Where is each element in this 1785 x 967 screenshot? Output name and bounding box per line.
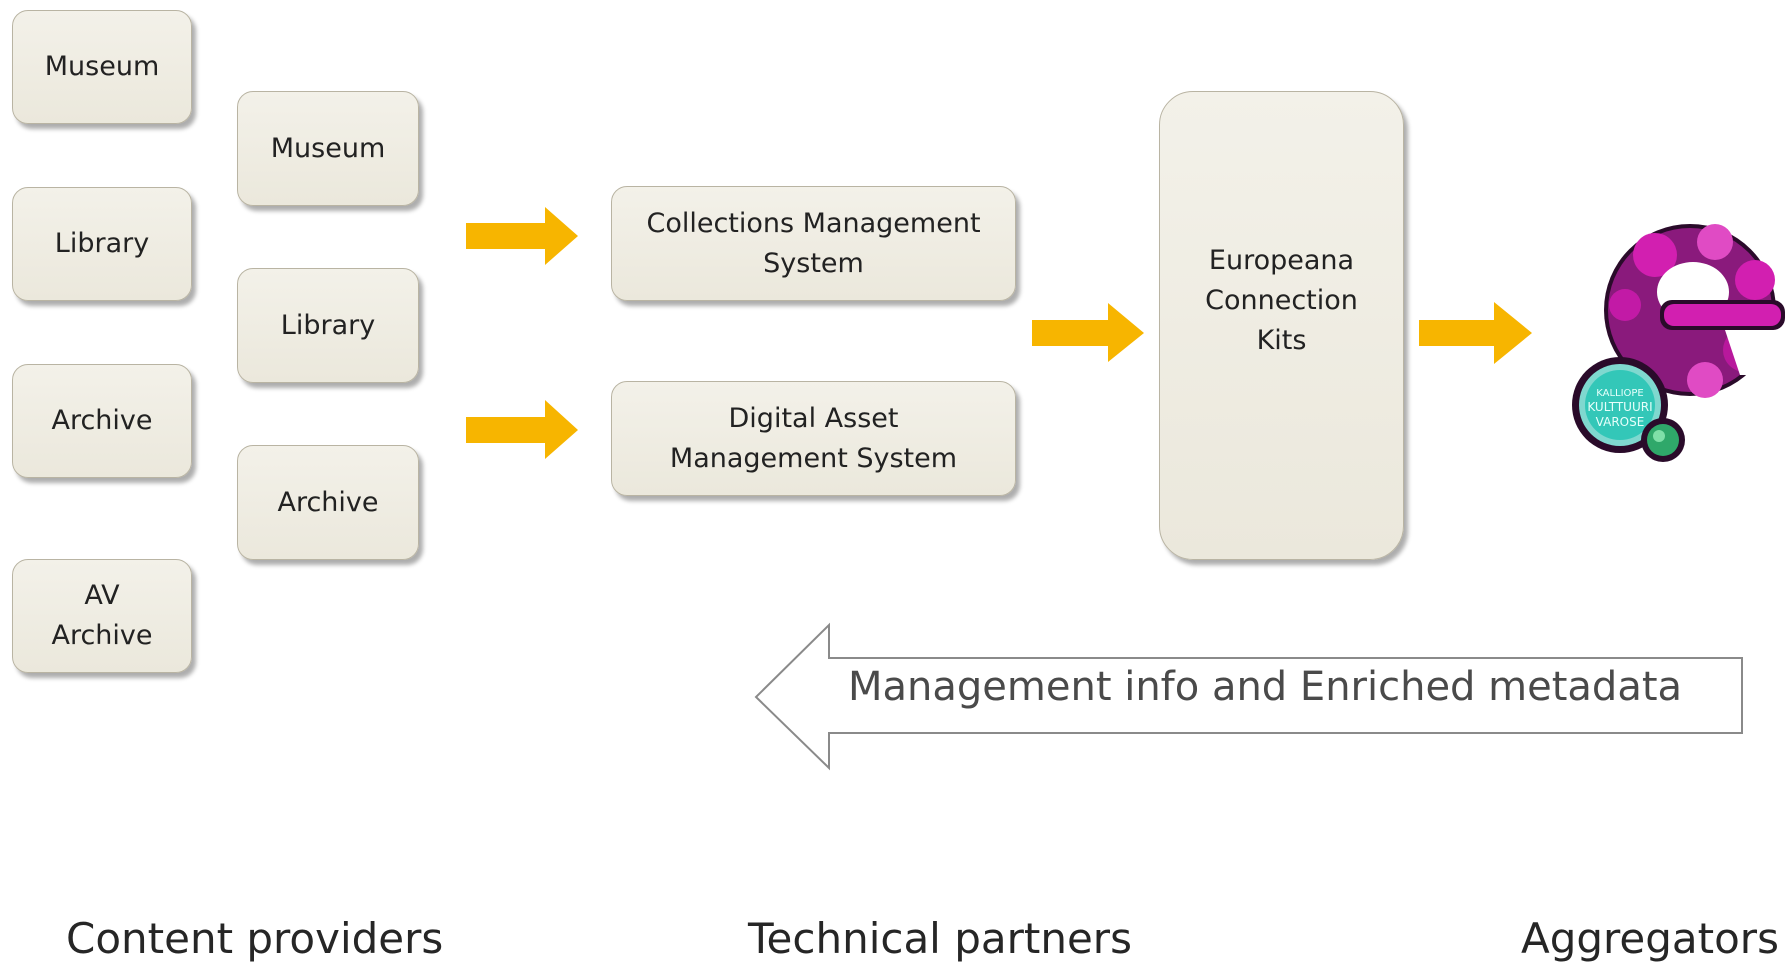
column-label-technical-partners: Technical partners	[748, 914, 1132, 963]
arrow-to-dams	[466, 400, 578, 459]
svg-text:KALLIOPE: KALLIOPE	[1596, 388, 1644, 399]
column-label-content-providers: Content providers	[66, 914, 444, 963]
digital-asset-management-system: Digital Asset Management System	[611, 381, 1016, 496]
column-label-aggregators: Aggregators	[1521, 914, 1779, 963]
collections-management-system: Collections Management System	[611, 186, 1016, 301]
provider-museum-2: Museum	[237, 91, 419, 206]
arrow-to-aggregator	[1419, 302, 1532, 364]
europeana-connection-kits: Europeana Connection Kits	[1159, 91, 1404, 560]
provider-library-2: Library	[237, 268, 419, 383]
aggregator-logo: KALLIOPE KULTTUURI VAROSE	[1565, 200, 1785, 480]
feedback-arrow	[754, 622, 1743, 771]
provider-library-1: Library	[12, 187, 192, 301]
provider-archive-1: Archive	[12, 364, 192, 478]
provider-av-archive: AV Archive	[12, 559, 192, 673]
kalliope-logo-icon: KALLIOPE KULTTUURI VAROSE	[1572, 224, 1785, 462]
provider-museum-1: Museum	[12, 10, 192, 124]
arrow-to-connection-kits	[1032, 303, 1144, 362]
arrow-to-collections	[466, 207, 578, 265]
provider-archive-2: Archive	[237, 445, 419, 560]
svg-text:VAROSE: VAROSE	[1596, 415, 1645, 429]
feedback-arrow-label: Management info and Enriched metadata	[848, 664, 1683, 710]
svg-text:KULTTUURI: KULTTUURI	[1587, 400, 1652, 414]
